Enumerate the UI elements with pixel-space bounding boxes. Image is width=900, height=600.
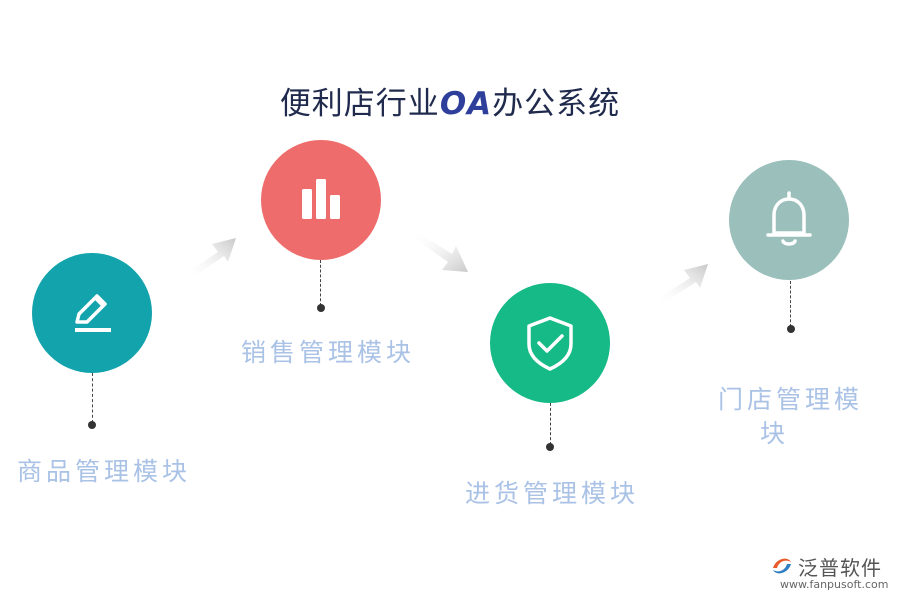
title-prefix: 便利店行业 xyxy=(279,86,440,122)
arrow-right-up-icon-2 xyxy=(656,264,708,304)
title-suffix: 办公系统 xyxy=(492,86,621,122)
arrow-right-down-icon xyxy=(414,232,468,272)
page-title: 便利店行业OA办公系统 xyxy=(0,78,900,123)
connector-dot xyxy=(317,304,325,312)
module-circle-store xyxy=(729,160,849,280)
connector-line xyxy=(790,281,791,327)
module-circle-goods xyxy=(32,253,152,373)
module-label-sales: 销售管理模块 xyxy=(241,338,416,367)
bar-chart-icon xyxy=(302,179,340,219)
connector-dot xyxy=(787,325,795,333)
connector-line xyxy=(550,403,551,445)
module-label-store-line1: 门店管理模 xyxy=(718,385,864,414)
connector-dot xyxy=(88,421,96,429)
module-label-store-line2: 块 xyxy=(760,419,790,448)
arrow-right-up-icon xyxy=(186,238,236,278)
shield-check-icon xyxy=(527,316,573,371)
brand-logo: 泛普软件 www.fanpusoft.com xyxy=(770,552,895,596)
connector-line xyxy=(92,373,93,423)
module-circle-sales xyxy=(261,140,381,260)
module-label-goods: 商品管理模块 xyxy=(17,457,192,486)
brand-swirl-icon xyxy=(773,558,791,574)
brand-url: www.fanpusoft.com xyxy=(780,578,889,591)
connector-dot xyxy=(546,443,554,451)
title-highlight: OA xyxy=(439,86,493,122)
module-circle-purchase xyxy=(490,283,610,403)
bell-icon xyxy=(766,191,812,246)
module-label-store: 门店管理模 块 xyxy=(718,383,863,451)
brand-name: 泛普软件 xyxy=(798,556,882,580)
connector-line xyxy=(320,260,321,306)
pencil-icon xyxy=(75,294,111,332)
module-label-purchase: 进货管理模块 xyxy=(465,479,640,508)
